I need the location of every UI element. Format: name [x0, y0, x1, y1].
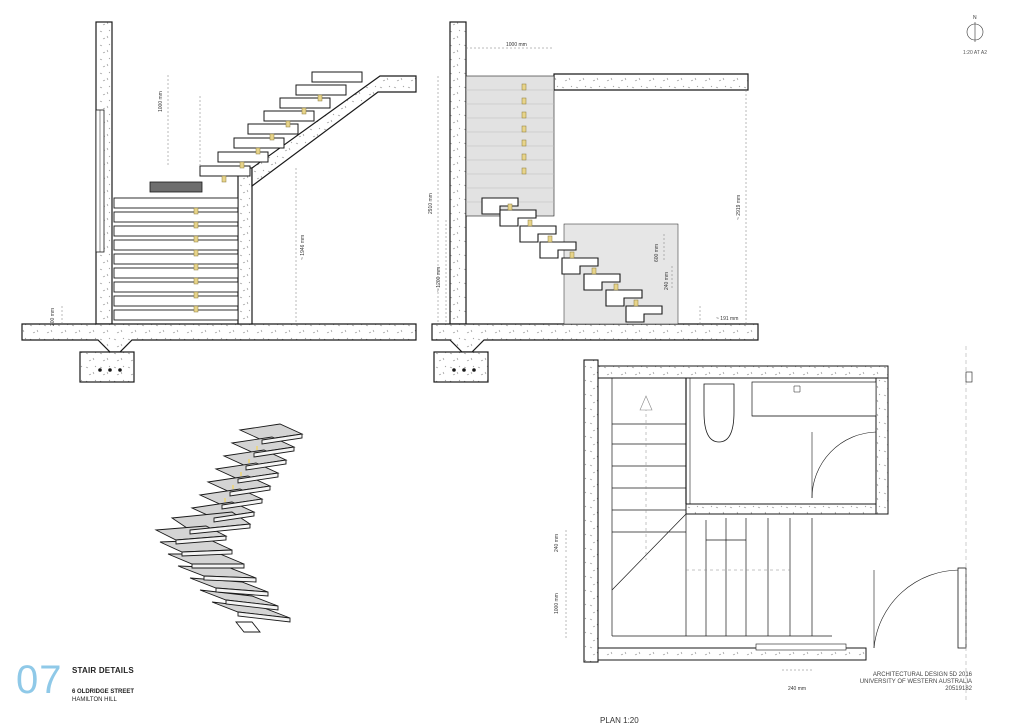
credit-block: ARCHITECTURAL DESIGN 5D 2016 UNIVERSITY … [860, 672, 972, 693]
page-number: 07 [16, 658, 63, 702]
dim-191: ~ 191 mm [716, 316, 738, 322]
footing [79, 351, 135, 383]
mid-floor-slab [431, 323, 759, 353]
plan-top-wall [597, 365, 889, 379]
dim-handrail: 1000 mm [158, 91, 164, 112]
stringer [251, 75, 417, 188]
plan-mid-wall [685, 503, 877, 515]
plan-view [565, 346, 973, 700]
upper-brackets [221, 94, 323, 183]
lower-treads [113, 197, 239, 321]
dim-lower: ~ 1200 mm [436, 267, 442, 292]
vanity [751, 381, 877, 417]
dim-total2: ~ 2919 mm [736, 195, 742, 220]
dims-left [61, 75, 297, 324]
dim-plan-240: 240 mm [554, 534, 560, 552]
dim-plan-1000: 1000 mm [554, 593, 560, 614]
dim-total: 2910 mm [428, 193, 434, 214]
landing-tread [149, 181, 203, 193]
plan-caption: PLAN 1:20 [600, 716, 639, 725]
lower-brackets [193, 207, 199, 313]
dim-600: 600 mm [654, 244, 660, 262]
dim-rise: ~ 1946 mm [300, 235, 306, 260]
scale-note: 1:20 AT A2 [963, 50, 987, 56]
floor-slab [21, 323, 417, 353]
door-swing-upper [811, 431, 877, 499]
address-line2: HAMILTON HILL [72, 697, 117, 703]
north-label: N [973, 15, 977, 21]
plan-bottom-wall [597, 647, 867, 661]
dim-top: 1000 mm [506, 42, 527, 48]
address-line1: 6 OLDRIDGE STREET [72, 689, 135, 695]
sheet-title: STAIR DETAILS [72, 666, 134, 675]
door-swing-lower [873, 569, 961, 649]
plan-right-wall [875, 377, 889, 515]
isometric-stair [154, 423, 304, 633]
mid-wall [449, 21, 467, 325]
dims-middle [437, 47, 747, 324]
upper-slab [553, 73, 749, 91]
profile-steps [481, 197, 663, 323]
central-column [237, 167, 253, 325]
dim-240: 240 mm [664, 272, 670, 290]
dim-step: 200 mm [50, 308, 56, 326]
dim-plan-240-bottom: 240 mm [788, 686, 806, 692]
section-left [21, 21, 417, 383]
mid-footing [433, 351, 489, 383]
north-arrow-icon [966, 22, 984, 42]
credit-line1: ARCHITECTURAL DESIGN 5D 2016 [872, 672, 972, 678]
toilet [703, 383, 735, 443]
credit-line2: UNIVERSITY OF WESTERN AUSTRALIA [859, 679, 972, 685]
plan-left-wall [583, 359, 599, 663]
credit-line3: 20519182 [945, 686, 972, 692]
section-middle [431, 21, 759, 383]
